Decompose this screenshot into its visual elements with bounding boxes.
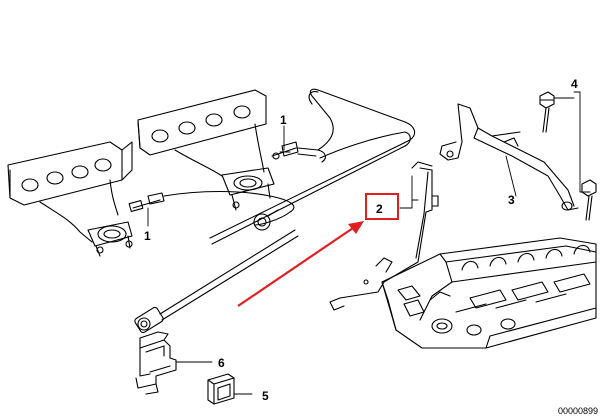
bracket-part-2	[329, 161, 439, 311]
callout-1-lower: 1	[144, 229, 151, 243]
callout-6: 6	[218, 356, 225, 370]
clip-part-6	[135, 331, 177, 395]
callout-3: 3	[508, 193, 515, 207]
callout-1-upper: 1	[280, 113, 287, 127]
leader-3	[505, 155, 517, 197]
highlight-overlay	[237, 193, 399, 307]
highlight-arrow-shaft	[237, 225, 357, 307]
leader-4	[573, 91, 581, 193]
cylinder-head	[381, 237, 597, 349]
callout-4: 4	[571, 77, 578, 91]
callout-5: 5	[262, 389, 269, 403]
exhaust-manifold-rear	[7, 141, 133, 257]
clip-part-5	[207, 373, 235, 405]
callout-labels: 1 1 2 3 4 5 6 00000899	[144, 77, 598, 416]
highlight-arrow-head	[348, 221, 364, 234]
bolt-part-4-upper	[539, 91, 555, 133]
oxygen-sensor-lower	[128, 190, 295, 231]
bracket-part-3	[439, 103, 579, 211]
bolt-part-4-lower	[581, 179, 597, 221]
highlight-box	[365, 193, 399, 220]
diagram-code: 00000899	[558, 406, 598, 416]
leader-2	[399, 175, 413, 209]
oxygen-sensor-upper	[134, 88, 416, 334]
leader-lines	[147, 91, 591, 395]
callout-2: 2	[376, 202, 383, 216]
